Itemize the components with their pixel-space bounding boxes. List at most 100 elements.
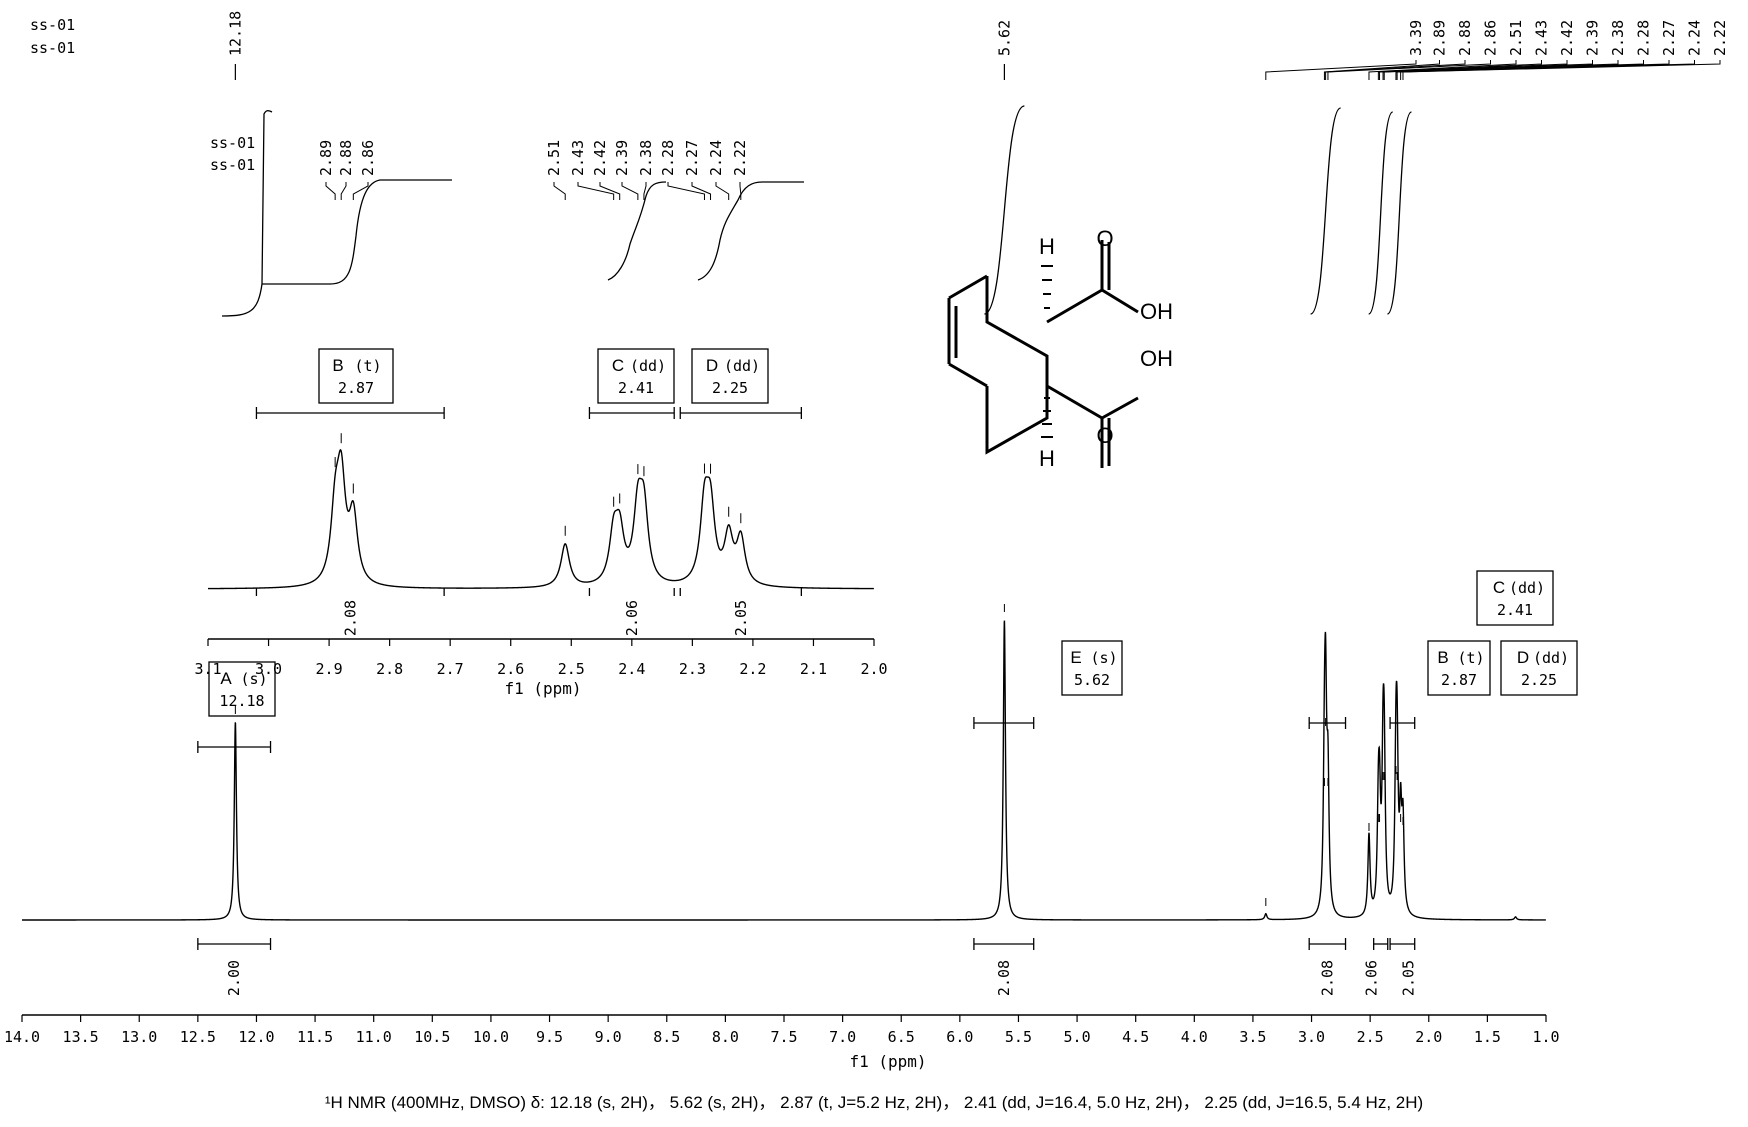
inset-x-tick-label: 2.8	[376, 660, 403, 678]
inset-multiplet-letter: B	[332, 356, 343, 375]
integral-curve	[1310, 107, 1342, 315]
multiplet-letter: C	[1493, 578, 1505, 597]
multiplet-shift: 5.62	[1074, 671, 1110, 689]
peak-label: 2.38	[1609, 20, 1627, 56]
x-tick-label: 13.0	[121, 1028, 157, 1046]
multiplet-letter: A	[220, 669, 232, 688]
inset-integral-value: 2.08	[341, 600, 359, 636]
inset-integral-curve	[697, 181, 804, 281]
peak-label-connector	[1368, 60, 1517, 80]
x-tick-label: 1.5	[1474, 1028, 1501, 1046]
multiplet-shift: 2.25	[1521, 671, 1557, 689]
inset-x-tick-label: 2.5	[558, 660, 585, 678]
x-tick-label: 7.0	[829, 1028, 856, 1046]
inset-peak-label-connector	[352, 182, 369, 200]
x-axis-label: f1 (ppm)	[849, 1052, 926, 1071]
x-tick-label: 12.5	[180, 1028, 216, 1046]
inset-peak-label: 2.88	[337, 140, 355, 176]
integral-value: 2.06	[1363, 960, 1381, 996]
inset-x-tick-label: 2.3	[679, 660, 706, 678]
spectrum-trace	[22, 620, 1546, 921]
sample-label-2: ss-01	[30, 39, 75, 57]
x-tick-label: 11.0	[356, 1028, 392, 1046]
peak-label: 2.22	[1711, 20, 1729, 56]
multiplet-box	[1427, 640, 1491, 696]
inset-integral-curve	[607, 181, 667, 281]
inset-multiplet-box	[318, 348, 394, 404]
peak-label: 2.42	[1558, 20, 1576, 56]
atom-h-top: H	[1039, 234, 1055, 259]
peak-label: 2.24	[1686, 20, 1704, 56]
integral-value: 2.08	[995, 960, 1013, 996]
multiplet-type: (s)	[240, 670, 267, 688]
multiplet-shift: 2.87	[1441, 671, 1477, 689]
inset-peak-label-connector	[621, 182, 639, 200]
inset-peak-label-connector	[643, 182, 647, 200]
inset-peak-label-connector	[691, 182, 712, 200]
multiplet-box	[1500, 640, 1578, 696]
integral-curve	[1368, 111, 1394, 315]
peak-label: 2.39	[1584, 20, 1602, 56]
inset-sample-label-2: ss-01	[210, 156, 255, 174]
peak-label-connector	[1323, 60, 1440, 80]
inset-peak-label: 2.42	[591, 140, 609, 176]
peak-label: 3.39	[1407, 20, 1425, 56]
integral-curve	[1386, 111, 1413, 315]
inset-multiplet-box	[597, 348, 675, 404]
integral-value: 2.08	[1318, 960, 1336, 996]
x-tick-label: 10.5	[414, 1028, 450, 1046]
inset-x-tick-label: 2.7	[437, 660, 464, 678]
inset-x-tick-label: 2.6	[497, 660, 524, 678]
x-tick-label: 4.5	[1122, 1028, 1149, 1046]
multiplet-letter: E	[1070, 648, 1081, 667]
inset-x-tick-label: 2.0	[860, 660, 887, 678]
inset-x-tick-label: 2.1	[800, 660, 827, 678]
atom-o-bottom: O	[1096, 423, 1113, 448]
inset-integral-value: 2.06	[623, 600, 641, 636]
inset-peak-label: 2.51	[545, 140, 563, 176]
inset-peak-label: 2.24	[707, 140, 725, 176]
integral-value: 2.00	[225, 960, 243, 996]
inset-spectrum-trace	[208, 448, 874, 590]
multiplet-type: (dd)	[1533, 649, 1569, 667]
peak-label-connector	[1383, 60, 1619, 80]
x-tick-label: 3.0	[1298, 1028, 1325, 1046]
inset-multiplet-type: (dd)	[724, 357, 760, 375]
multiplet-box	[208, 661, 276, 717]
x-tick-label: 3.5	[1239, 1028, 1266, 1046]
peak-label-connector	[1327, 60, 1491, 80]
x-tick-label: 7.5	[770, 1028, 797, 1046]
nmr-caption: ¹H NMR (400MHz, DMSO) δ: 12.18 (s, 2H)， …	[324, 1093, 1424, 1112]
multiplet-box	[1476, 570, 1554, 626]
atom-oh-top: OH	[1140, 299, 1173, 324]
atom-oh-bottom: OH	[1140, 346, 1173, 371]
x-tick-label: 9.5	[536, 1028, 563, 1046]
molecule-structure: H H O O OH OH	[947, 226, 1173, 471]
inset-peak-label-connector	[739, 182, 742, 200]
peak-label: 2.28	[1635, 20, 1653, 56]
inset-peak-label: 2.86	[359, 140, 377, 176]
inset-peak-label: 2.22	[731, 140, 749, 176]
integral-curve	[984, 105, 1025, 315]
peak-label: 2.89	[1431, 20, 1449, 56]
peak-label: 2.27	[1660, 20, 1678, 56]
x-tick-label: 9.0	[595, 1028, 622, 1046]
multiplet-type: (t)	[1457, 649, 1484, 667]
inset-multiplet-type: (dd)	[630, 357, 666, 375]
peak-label: 5.62	[995, 20, 1013, 56]
inset-multiplet-box	[691, 348, 769, 404]
peak-label: 2.43	[1533, 20, 1551, 56]
inset-multiplet-shift: 2.41	[618, 379, 654, 397]
multiplet-type: (dd)	[1509, 579, 1545, 597]
sample-label-1: ss-01	[30, 16, 75, 34]
inset-peak-label-connector	[325, 182, 336, 200]
inset-multiplet-letter: C	[612, 356, 624, 375]
x-tick-label: 13.5	[63, 1028, 99, 1046]
x-tick-label: 2.5	[1357, 1028, 1384, 1046]
peak-label-connector	[1402, 60, 1721, 80]
inset-peak-label: 2.43	[569, 140, 587, 176]
